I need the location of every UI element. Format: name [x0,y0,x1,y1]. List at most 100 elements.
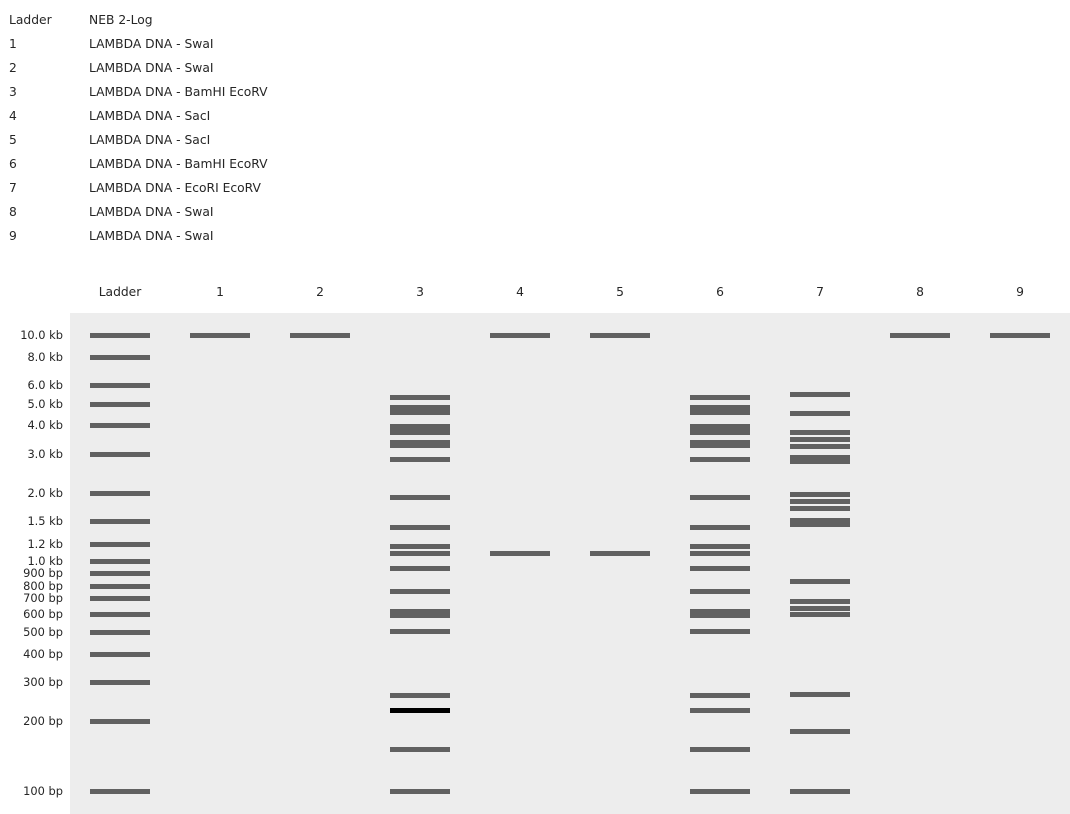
gel-band [490,550,550,556]
gel-band [790,578,850,584]
legend-lane-key: 7 [9,181,17,195]
gel-band [90,788,150,794]
ladder-size-label: 700 bp [23,591,63,605]
gel-band [290,332,350,338]
gel-band [690,692,750,698]
gel-band [90,382,150,388]
ladder-size-label: 500 bp [23,625,63,639]
legend-lane-key: 5 [9,133,17,147]
ladder-size-label: 8.0 kb [27,350,63,364]
gel-band [690,746,750,752]
gel-band [790,436,850,442]
legend-lane-key: 1 [9,37,17,51]
lane-header-5: 5 [616,285,624,299]
lane-header-9: 9 [1016,285,1024,299]
lane-header-8: 8 [916,285,924,299]
gel-band [90,611,150,617]
gel-band [790,410,850,416]
gel-band [690,628,750,634]
gel-band [190,332,250,338]
gel-band [390,524,450,530]
gel-band [390,707,450,713]
gel-band [90,354,150,360]
gel-band [390,404,450,410]
lane-header-6: 6 [716,285,724,299]
gel-band [390,409,450,415]
gel-band [90,541,150,547]
gel-band [90,422,150,428]
gel-band [690,440,750,448]
gel-band [690,494,750,500]
legend-sample-name: LAMBDA DNA - SwaI [89,37,214,51]
gel-band [790,788,850,794]
gel-band [790,691,850,697]
ladder-size-label: 400 bp [23,647,63,661]
gel-band [390,628,450,634]
lane-header-4: 4 [516,285,524,299]
gel-band [790,498,850,504]
gel-band [790,598,850,604]
gel-band [790,505,850,511]
gel-band [790,728,850,734]
gel-band [690,550,750,556]
gel-band [390,550,450,556]
gel-band [790,611,850,617]
ladder-size-label: 2.0 kb [27,486,63,500]
lane-header-3: 3 [416,285,424,299]
gel-band [590,332,650,338]
gel-band [790,454,850,464]
legend-lane-key: 2 [9,61,17,75]
legend-sample-name: LAMBDA DNA - SwaI [89,229,214,243]
gel-band [690,456,750,462]
ladder-size-label: 300 bp [23,675,63,689]
gel-band [790,391,850,397]
gel-band [490,332,550,338]
gel-band [390,394,450,400]
gel-band [90,679,150,685]
gel-band [90,518,150,524]
gel-band [390,440,450,448]
gel-band [790,517,850,527]
lane-header-7: 7 [816,285,824,299]
gel-band [690,524,750,530]
gel-band [390,692,450,698]
gel-band [690,565,750,571]
gel-band [90,570,150,576]
ladder-size-label: 1.5 kb [27,514,63,528]
gel-band [90,629,150,635]
gel-band [390,456,450,462]
lane-header-1: 1 [216,285,224,299]
gel-band [90,558,150,564]
legend-sample-name: LAMBDA DNA - BamHI EcoRV [89,157,268,171]
legend-lane-key: Ladder [9,13,52,27]
legend-lane-key: 9 [9,229,17,243]
gel-band [390,565,450,571]
legend-lane-key: 4 [9,109,17,123]
gel-band [790,429,850,435]
gel-band [790,443,850,449]
ladder-size-label: 100 bp [23,784,63,798]
gel-band [390,746,450,752]
gel-band [790,605,850,611]
ladder-size-label: 800 bp [23,579,63,593]
gel-band [90,401,150,407]
legend-sample-name: LAMBDA DNA - EcoRI EcoRV [89,181,261,195]
gel-band [390,588,450,594]
legend-lane-key: 3 [9,85,17,99]
ladder-size-label: 3.0 kb [27,447,63,461]
lane-header-2: 2 [316,285,324,299]
legend-sample-name: LAMBDA DNA - SwaI [89,205,214,219]
gel-band [90,595,150,601]
legend-lane-key: 6 [9,157,17,171]
legend-sample-name: NEB 2-Log [89,13,153,27]
gel-band [90,490,150,496]
gel-band [690,423,750,435]
gel-band [390,608,450,618]
gel-band [90,583,150,589]
gel-band [790,491,850,497]
gel-band [590,550,650,556]
gel-band [690,788,750,794]
ladder-size-label: 4.0 kb [27,418,63,432]
gel-band [390,494,450,500]
